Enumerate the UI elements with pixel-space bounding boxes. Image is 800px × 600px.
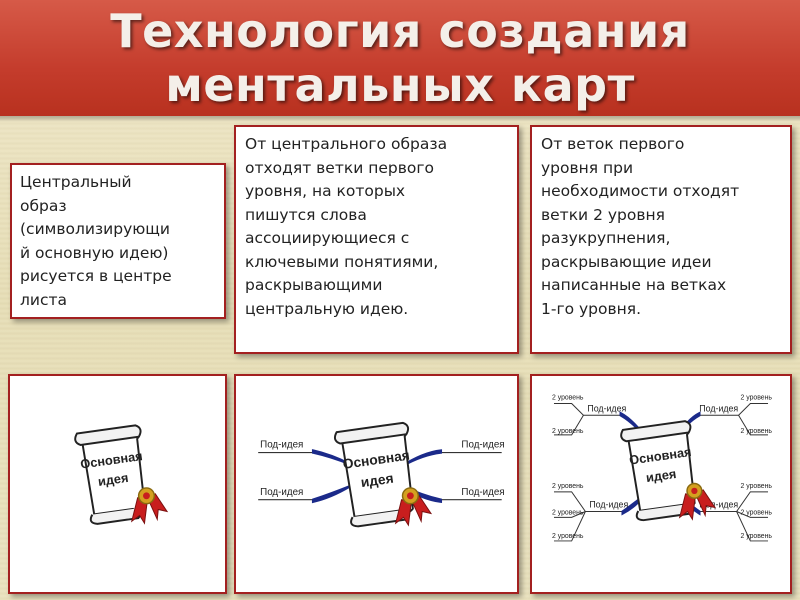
scroll-diagram-2: Под-идея Под-идея Под-идея Под-идея Осно… <box>258 421 505 528</box>
text-line: Центральный <box>20 173 132 191</box>
level2-label: 2 уровень <box>741 509 773 516</box>
level2-label: 2 уровень <box>552 428 584 435</box>
text-line: раскрывающими <box>245 276 383 294</box>
branch-label: Под-идея <box>461 440 504 451</box>
text-line: ассоциирующиеся с <box>245 229 410 247</box>
text-line: образ <box>20 196 67 215</box>
central-label-line2: идея <box>97 470 129 489</box>
branch-label: Под-идея <box>260 440 303 451</box>
text-line: рисуется в центре <box>20 267 172 285</box>
text-line: раскрывающие идеи <box>541 252 712 271</box>
text-line: необходимости отходят <box>541 182 740 200</box>
text-line: От веток первого <box>541 135 685 153</box>
text-line: й основную идею) <box>20 243 169 262</box>
level2-label: 2 уровень <box>741 533 773 540</box>
scroll-diagram-3: Под-идея Под-идея Под-идея Под-идея 2 ур… <box>552 395 773 542</box>
text-line: От центрального образа <box>245 135 448 153</box>
text-box-first-level-branches: От центрального образа отходят ветки пер… <box>234 125 519 354</box>
text-line: 1-го уровня. <box>541 299 642 318</box>
branch-label: Под-идея <box>587 403 626 413</box>
level2-label: 2 уровень <box>552 483 584 490</box>
text-line: написанные на ветках <box>541 276 727 294</box>
text-line: центральную идею. <box>245 299 409 318</box>
text-box-central-image: Центральный образ (символизирующи й осно… <box>10 163 226 319</box>
scroll-icon: Основная идея <box>333 421 414 528</box>
text-line: ветки 2 уровня <box>541 205 665 224</box>
level2-label: 2 уровень <box>741 395 773 402</box>
branch-label: Под-идея <box>260 487 303 498</box>
seal-icon <box>394 487 433 527</box>
illustration-central-image: Основная идея <box>8 374 227 594</box>
text-box-second-level-branches: От веток первого уровня при необходимост… <box>530 125 792 354</box>
branch-label: Под-идея <box>699 500 738 510</box>
seal-icon <box>678 482 717 521</box>
text-line: листа <box>20 290 68 309</box>
branch-label: Под-идея <box>699 403 738 413</box>
text-line: пишутся слова <box>245 205 367 224</box>
page-title-line-2: ментальных карт <box>165 58 635 112</box>
illustration-first-level: Под-идея Под-идея Под-идея Под-идея Осно… <box>234 374 519 594</box>
text-line: уровня, на которых <box>245 182 406 200</box>
text-line: разукрупнения, <box>541 229 671 247</box>
level2-label: 2 уровень <box>741 483 773 490</box>
level2-branch-lines <box>553 403 769 542</box>
level2-label: 2 уровень <box>552 509 584 516</box>
text-line: (символизирующи <box>20 220 170 238</box>
text-line: уровня при <box>541 158 634 177</box>
seal-icon <box>130 487 169 525</box>
scroll-icon: Основная идея <box>620 420 696 522</box>
illustration-second-level: Под-идея Под-идея Под-идея Под-идея 2 ур… <box>530 374 792 594</box>
level2-label: 2 уровень <box>552 533 584 540</box>
level2-label: 2 уровень <box>741 428 773 435</box>
level2-label: 2 уровень <box>552 395 584 402</box>
text-line: отходят ветки первого <box>245 158 434 177</box>
branch-label: Под-идея <box>461 487 504 498</box>
central-label-line2: идея <box>360 471 395 490</box>
title-bar: Технология создания ментальных карт <box>0 0 800 122</box>
page-title-line-1: Технология создания <box>110 4 690 58</box>
branch-label: Под-идея <box>589 500 628 510</box>
central-label-line2: идея <box>645 466 677 485</box>
text-line: ключевыми понятиями, <box>245 252 439 271</box>
scroll-diagram-1: Основная идея <box>74 424 169 525</box>
branch-lines <box>258 449 502 504</box>
